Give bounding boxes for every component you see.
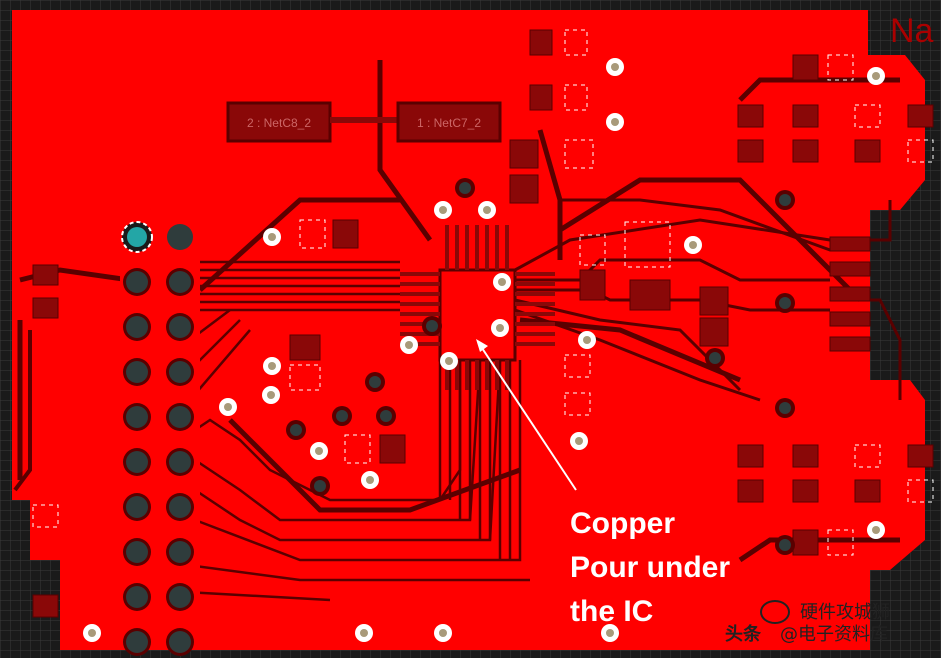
copper-pour-right (740, 55, 925, 210)
via (426, 320, 438, 332)
hole (606, 629, 614, 637)
annotation-arrowhead (476, 339, 488, 352)
header-pin (169, 406, 191, 428)
via (380, 410, 392, 422)
via (369, 376, 381, 388)
mounting-holes (83, 58, 885, 642)
hole (483, 206, 491, 214)
header-pin (126, 271, 148, 293)
via (779, 539, 791, 551)
hole (366, 476, 374, 484)
header-pin (126, 496, 148, 518)
via (709, 352, 721, 364)
hole (611, 63, 619, 71)
hole (872, 72, 880, 80)
wechat-icon (760, 600, 790, 624)
header-pin-rows (123, 268, 194, 656)
hole (315, 447, 323, 455)
net-label-c8: 2 : NetC8_2 (226, 101, 332, 143)
hole (689, 241, 697, 249)
via (336, 410, 348, 422)
watermark-handle: @电子资料库 (780, 624, 888, 645)
header-pin (169, 541, 191, 563)
watermark-left: 头条 (725, 624, 761, 645)
hole (496, 324, 504, 332)
hole (224, 403, 232, 411)
via (290, 424, 302, 436)
hole (439, 629, 447, 637)
hole (611, 118, 619, 126)
header-pin (126, 586, 148, 608)
header-pin (126, 361, 148, 383)
smd-pads (32, 29, 934, 618)
hole (872, 526, 880, 534)
header-pin (126, 451, 148, 473)
header-pin (169, 451, 191, 473)
annotation-line3: the IC (570, 595, 654, 628)
header-pin (126, 406, 148, 428)
via (779, 297, 791, 309)
hole (268, 362, 276, 370)
trace-bundle (129, 260, 530, 602)
vias (286, 178, 795, 555)
watermark-box: 头条 @电子资料库 硬件攻城狮 (720, 600, 935, 646)
pin-header (120, 230, 200, 650)
svg-text:1 : NetC7_2: 1 : NetC7_2 (417, 116, 481, 130)
hole (405, 341, 413, 349)
via (459, 182, 471, 194)
hole (268, 233, 276, 241)
net-label-c7: 1 : NetC7_2 (396, 101, 502, 143)
header-pin (169, 631, 191, 653)
hole (439, 206, 447, 214)
header-pin (169, 361, 191, 383)
header-pin (169, 586, 191, 608)
annotation-line1: Copper (570, 507, 675, 540)
hole (360, 629, 368, 637)
ic-pins (400, 225, 555, 390)
header-pins (121, 221, 193, 253)
via (779, 402, 791, 414)
hole (583, 336, 591, 344)
via (314, 480, 326, 492)
corner-label: Na (890, 12, 934, 50)
header-pin (126, 631, 148, 653)
watermark-brand: 硬件攻城狮 (800, 602, 890, 623)
header-pin (169, 316, 191, 338)
header-pin (126, 316, 148, 338)
left-trace (13, 330, 32, 492)
annotation-arrow (479, 344, 577, 491)
header-pin (169, 271, 191, 293)
hole (267, 391, 275, 399)
hole (498, 278, 506, 286)
via (779, 194, 791, 206)
header-pin (126, 541, 148, 563)
annotation-line2: Pour under (570, 551, 731, 584)
hole (575, 437, 583, 445)
svg-text:2 : NetC8_2: 2 : NetC8_2 (247, 116, 311, 130)
hole (88, 629, 96, 637)
hole (445, 357, 453, 365)
header-pin (169, 496, 191, 518)
